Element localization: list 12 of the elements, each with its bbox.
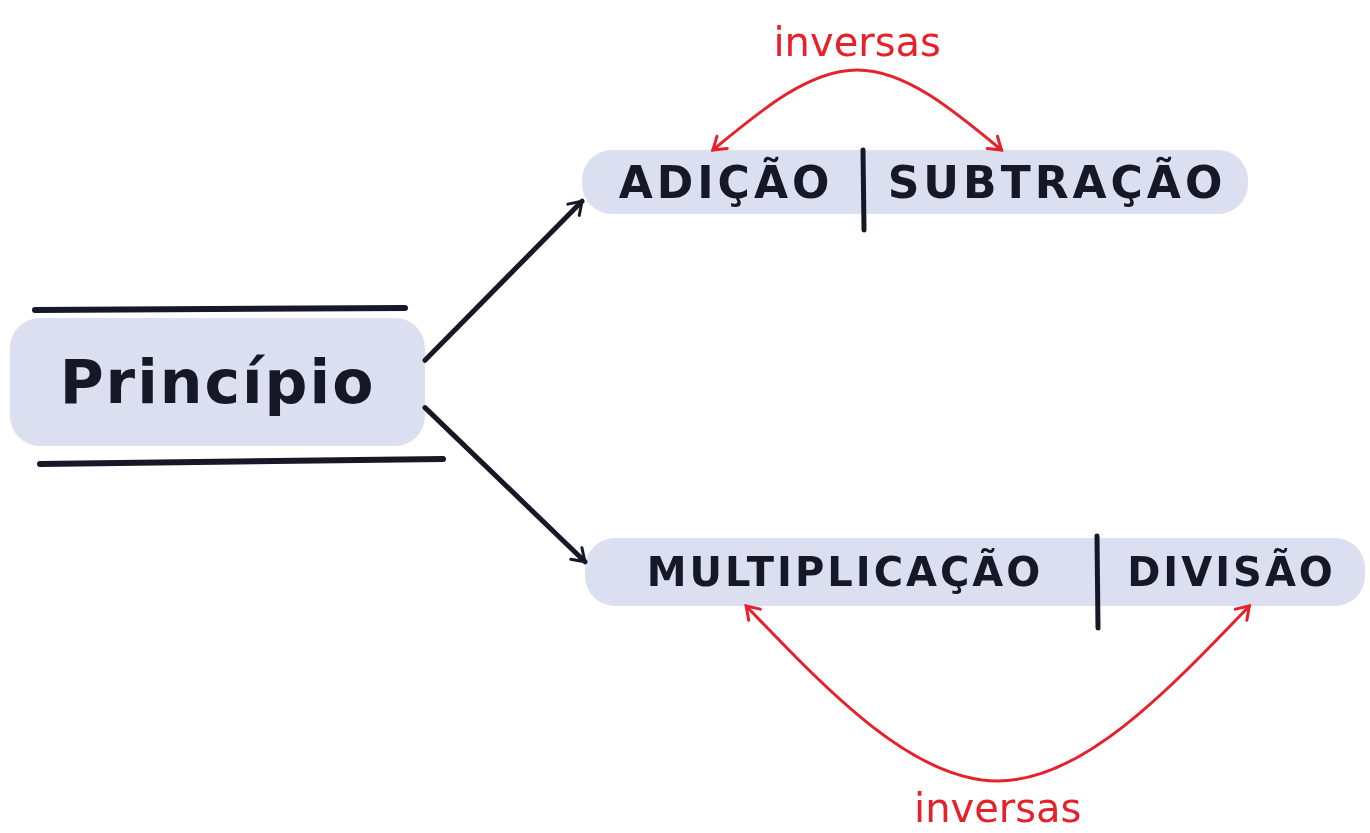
node-label: Princípio: [59, 347, 376, 417]
arrow: [711, 68, 1003, 152]
node-label: MULTIPLICAÇÃO: [646, 549, 1044, 595]
highlight-band: [10, 318, 425, 446]
arrow: [744, 604, 1251, 783]
highlight-band: [582, 150, 1248, 214]
node-label: SUBTRAÇÃO: [887, 156, 1227, 208]
arrow: [422, 198, 585, 363]
node-label: DIVISÃO: [1127, 549, 1336, 595]
arrow: [422, 405, 588, 565]
node-label: ADIÇÃO: [618, 156, 834, 208]
highlight-band: [585, 538, 1365, 606]
